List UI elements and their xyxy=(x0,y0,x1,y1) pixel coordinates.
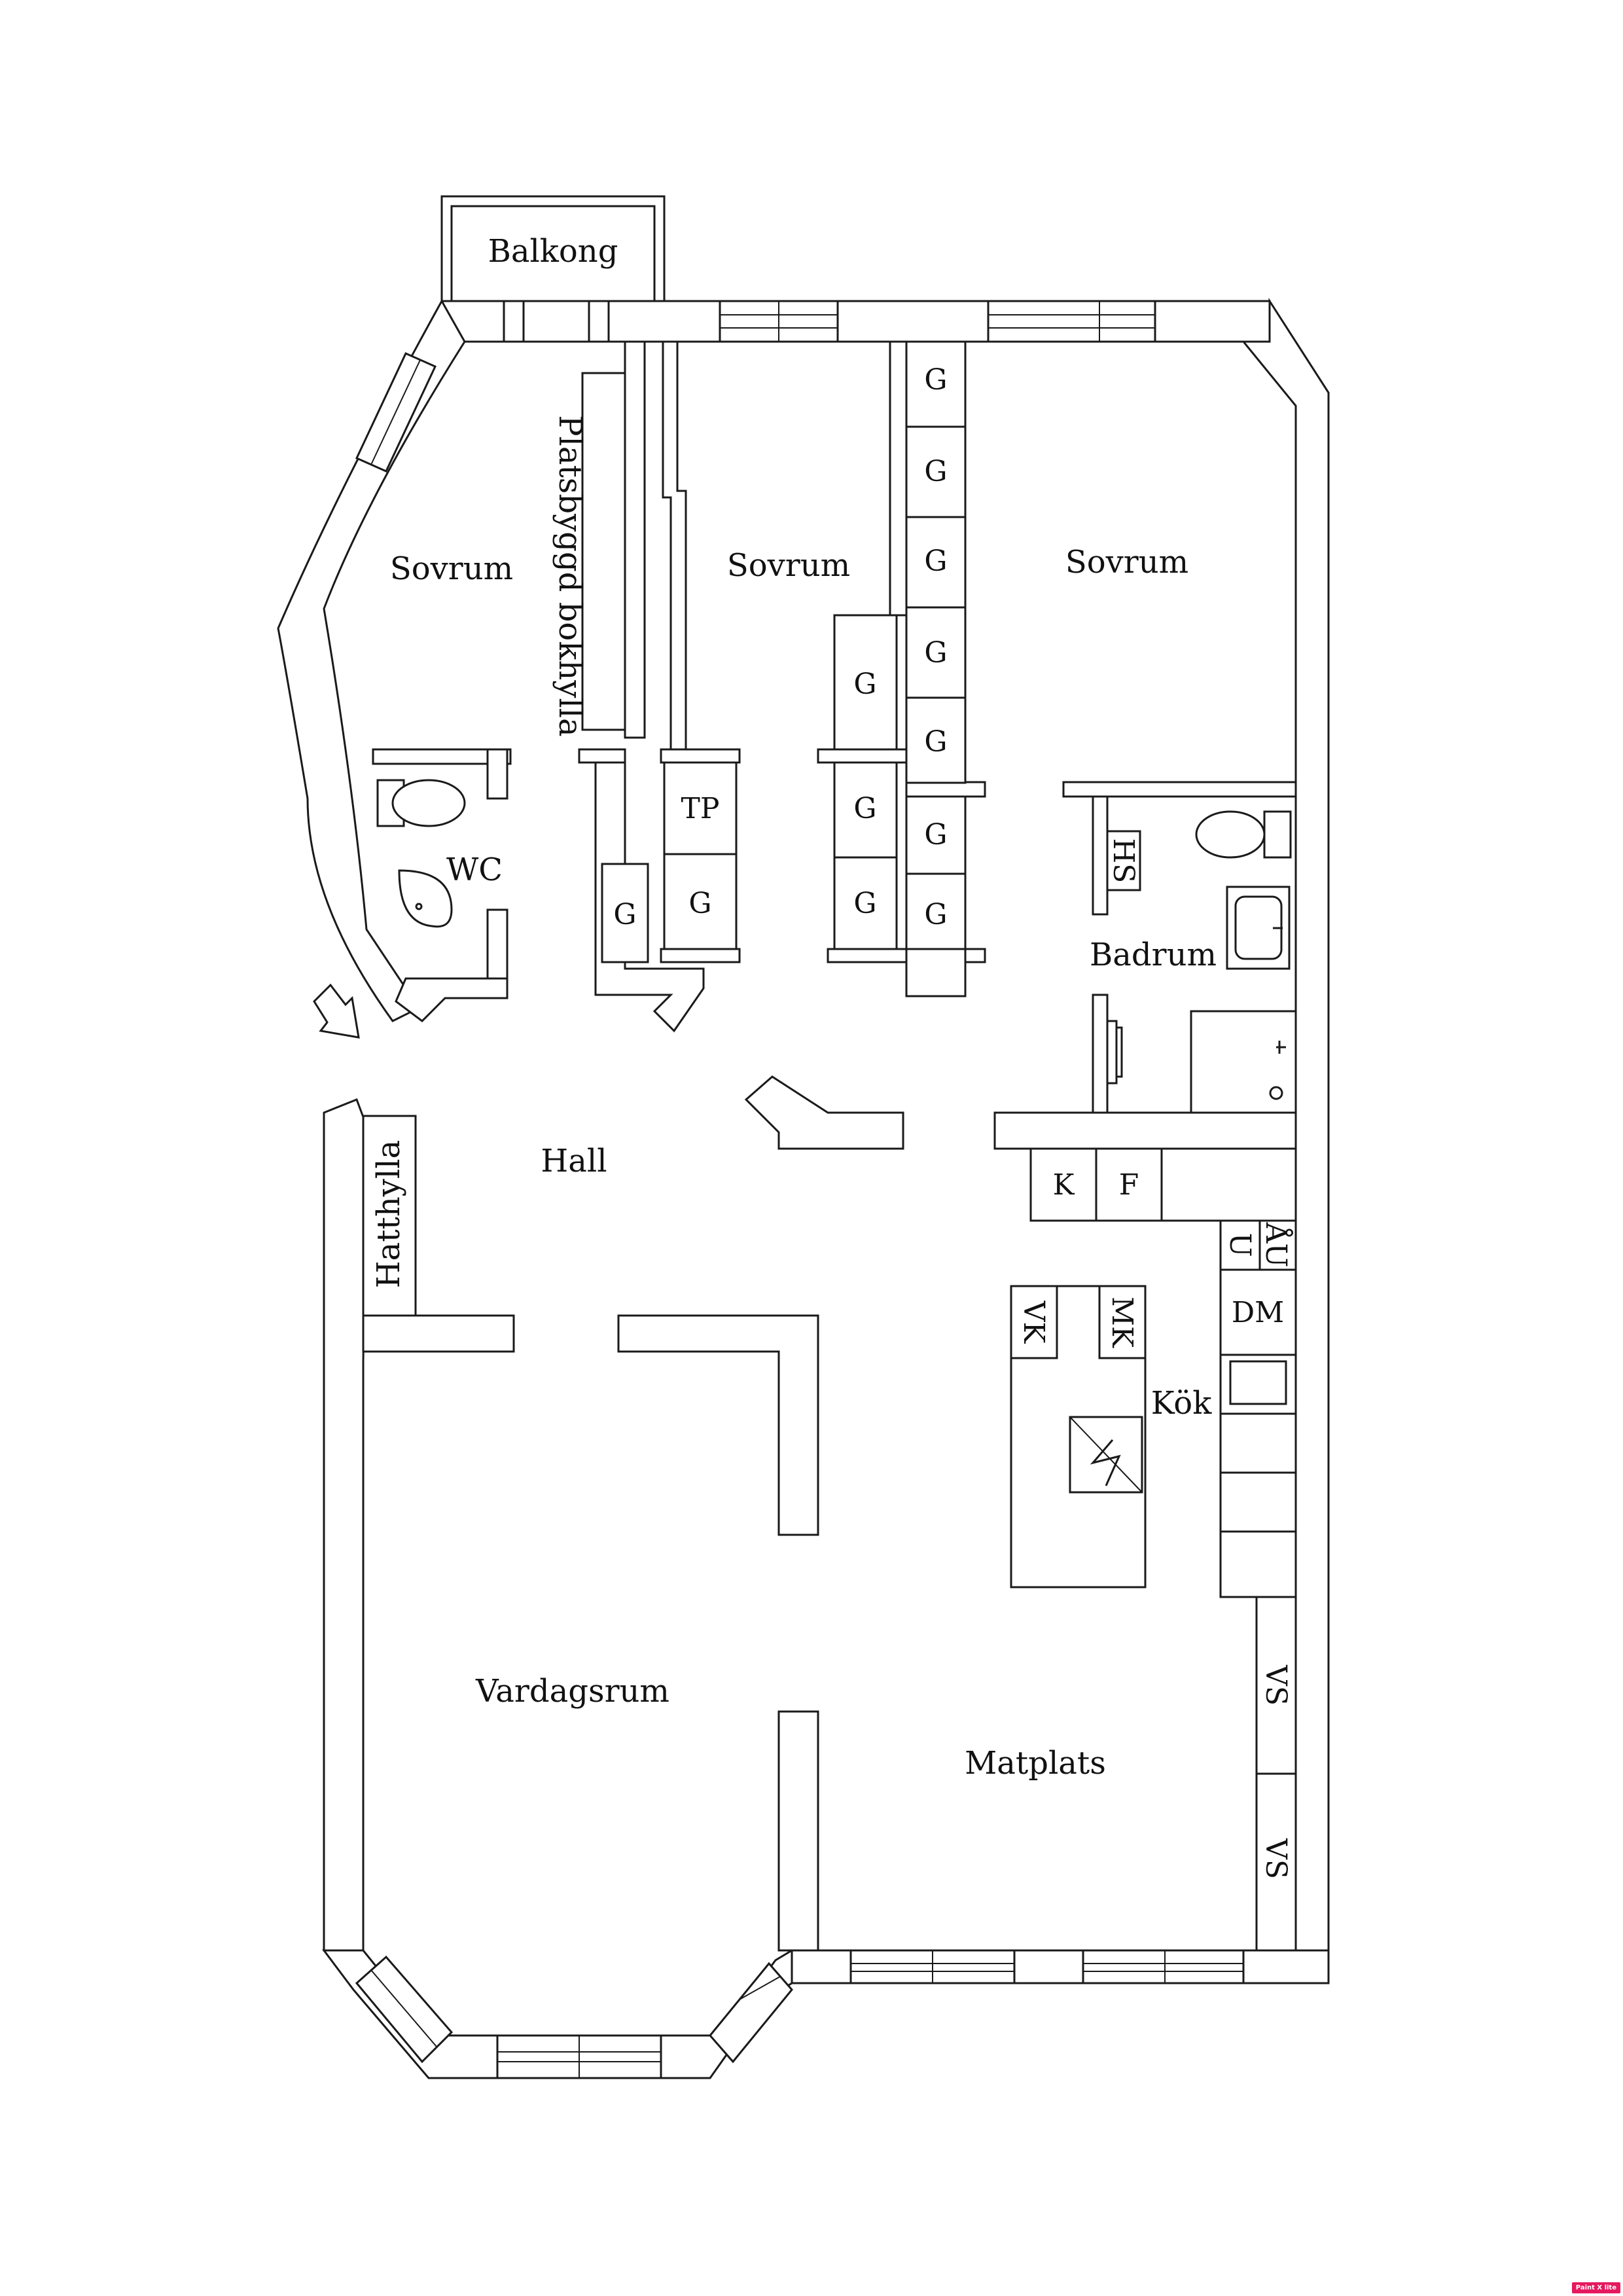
closet-hall-2 xyxy=(905,872,967,950)
closet-label: G xyxy=(924,636,947,670)
toilet-icon xyxy=(376,779,466,827)
freezer-label: F xyxy=(1119,1168,1139,1202)
torkskap xyxy=(663,761,738,855)
stove-icon xyxy=(1069,1416,1143,1494)
entrance-arrow-icon xyxy=(313,983,360,1039)
shower-icon xyxy=(1190,1010,1297,1114)
closet-label: G xyxy=(924,725,947,759)
closet-b2-3 xyxy=(833,856,898,950)
sovrum-1: Sovrum Platsbyggd bokhylla xyxy=(390,415,588,737)
closet-tp xyxy=(663,853,738,950)
badrum-label: Badrum xyxy=(1090,937,1217,973)
vs-label-2: VS xyxy=(1259,1838,1293,1879)
closet-label: G xyxy=(688,887,711,920)
hall-label: Hall xyxy=(541,1143,607,1179)
closet-corridor xyxy=(601,863,649,963)
sovrum-2-label: Sovrum xyxy=(727,547,850,584)
fridge-label: K xyxy=(1053,1168,1075,1202)
sovrum-1-label: Sovrum xyxy=(390,550,513,587)
balkong-label: Balkong xyxy=(488,233,618,270)
bokhylla-label: Platsbyggd bokhylla xyxy=(552,415,588,737)
hs-cabinet xyxy=(1106,830,1141,891)
closet-label: G xyxy=(853,792,876,825)
mk-label: MK xyxy=(1105,1297,1139,1348)
closet-label: G xyxy=(924,545,947,578)
closet-b3-5 xyxy=(905,696,967,784)
watermark-text: Paint X lite xyxy=(1571,2282,1620,2293)
closet-label: G xyxy=(853,887,876,920)
balcony: Balkong xyxy=(440,195,666,302)
au-cabinet xyxy=(1258,1219,1297,1271)
closets: G TP G G G G G G G G G G G xyxy=(601,340,967,963)
badrum: HS Badrum xyxy=(1090,810,1297,1114)
counter-2 xyxy=(1219,1471,1297,1533)
outer-walls xyxy=(277,297,1330,2079)
closet-label: G xyxy=(924,818,947,852)
wc-label: WC xyxy=(446,852,503,888)
kok: K F U ÅU DM VK MK Kök VS VS xyxy=(1010,1147,1297,1952)
closet-label: G xyxy=(613,898,636,931)
closet-label: G xyxy=(853,668,876,701)
closet-b3-3 xyxy=(905,516,967,609)
windows xyxy=(355,300,1245,2079)
torkskap-label: TP xyxy=(681,792,720,825)
vs-label-1: VS xyxy=(1259,1664,1293,1706)
toilet-icon xyxy=(1195,810,1292,859)
hs-label: HS xyxy=(1107,838,1140,884)
vk-label: VK xyxy=(1017,1300,1050,1344)
au-label: ÅU xyxy=(1259,1222,1294,1268)
u-label: U xyxy=(1223,1232,1257,1257)
freezer xyxy=(1095,1147,1163,1222)
closet-b3-2 xyxy=(905,425,967,518)
hatthylla xyxy=(362,1115,417,1317)
sink-icon xyxy=(1226,886,1291,970)
kok-label: Kök xyxy=(1151,1385,1212,1422)
mk-appliance xyxy=(1098,1285,1147,1359)
matplats-label: Matplats xyxy=(965,1745,1106,1782)
kitchen-sink-icon xyxy=(1229,1360,1287,1405)
sink-icon xyxy=(398,869,453,928)
vardagsrum-label: Vardagsrum xyxy=(475,1673,669,1710)
fridge xyxy=(1029,1147,1097,1222)
vs-cabinet-1 xyxy=(1255,1596,1297,1775)
closet-label: G xyxy=(924,363,947,397)
closet-label: G xyxy=(924,898,947,931)
hatthylla-label: Hatthylla xyxy=(370,1140,407,1288)
radiator-icon xyxy=(1106,1020,1123,1085)
closet-b3-1 xyxy=(905,340,967,428)
counter-3 xyxy=(1219,1530,1297,1598)
hall: Hall Hatthylla xyxy=(362,1115,607,1317)
sovrum-3-label: Sovrum xyxy=(1065,544,1188,581)
wc-room: WC xyxy=(376,779,503,928)
closet-b2-2 xyxy=(833,761,898,859)
closet-b3-4 xyxy=(905,606,967,699)
dishwasher-label: DM xyxy=(1232,1296,1284,1329)
vs-cabinet-2 xyxy=(1255,1772,1297,1952)
counter-1 xyxy=(1219,1412,1297,1474)
watermark-badge: Paint X lite xyxy=(1571,2281,1620,2293)
closet-b2-1 xyxy=(833,614,898,751)
vk-appliance xyxy=(1010,1285,1058,1359)
closet-label: G xyxy=(924,455,947,488)
